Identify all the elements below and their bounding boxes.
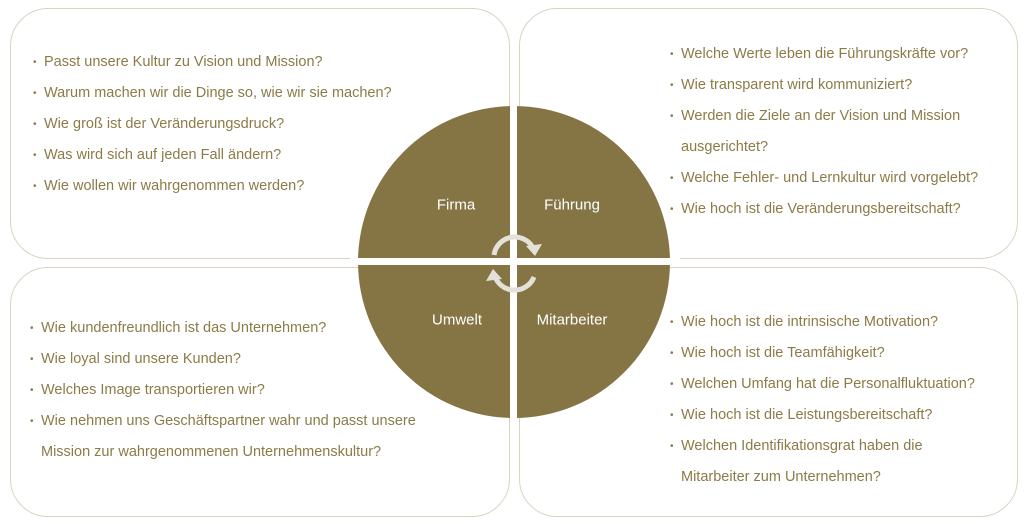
item-text: Welche Werte leben die Führungskräfte vo… <box>681 46 969 62</box>
list-item: Werden die Ziele an der Vision und Missi… <box>670 101 978 163</box>
item-text: Was wird sich auf jeden Fall ändern? <box>44 147 282 163</box>
item-text: Wie loyal sind unsere Kunden? <box>41 351 241 367</box>
list-item: Welche Werte leben die Führungskräfte vo… <box>670 39 978 70</box>
list-item: Passt unsere Kultur zu Vision und Missio… <box>33 47 392 78</box>
cycle-arrows-icon <box>491 234 537 293</box>
arrowhead-icon <box>486 269 502 281</box>
item-text: Werden die Ziele an der Vision und Missi… <box>681 108 961 124</box>
item-text: Wie hoch ist die intrinsische Motivation… <box>681 314 939 330</box>
item-text: Welchen Identifikationsgrat haben die <box>681 438 923 454</box>
list-item: Wie groß ist der Veränderungsdruck? <box>33 109 392 140</box>
list-item: Wie wollen wir wahrgenommen werden? <box>33 171 392 202</box>
item-text-continued: ausgerichtet? <box>681 139 769 155</box>
firma-question-list: Passt unsere Kultur zu Vision und Missio… <box>33 47 392 202</box>
item-text: Wie hoch ist die Leistungsbereitschaft? <box>681 407 933 423</box>
quadrant-label-firma: Firma <box>436 196 476 214</box>
item-text: Welchen Umfang hat die Personalfluktuati… <box>681 376 975 392</box>
list-item: Warum machen wir die Dinge so, wie wir s… <box>33 78 392 109</box>
item-text: Wie transparent wird kommuniziert? <box>681 77 913 93</box>
fuehrung-question-list: Welche Werte leben die Führungskräfte vo… <box>670 39 978 225</box>
item-text: Wie groß ist der Veränderungsdruck? <box>44 116 285 132</box>
list-item: Wie hoch ist die Teamfähigkeit? <box>670 338 975 369</box>
list-item: Wie hoch ist die Leistungsbereitschaft? <box>670 400 975 431</box>
item-text: Passt unsere Kultur zu Vision und Missio… <box>44 54 323 70</box>
item-text: Wie kundenfreundlich ist das Unternehmen… <box>41 320 327 336</box>
umwelt-question-list: Wie kundenfreundlich ist das Unternehmen… <box>30 313 416 468</box>
list-item: Wie hoch ist die intrinsische Motivation… <box>670 307 975 338</box>
list-item: Wie loyal sind unsere Kunden? <box>30 344 416 375</box>
item-text: Wie hoch ist die Veränderungsbereitschaf… <box>681 201 961 217</box>
list-item: Welche Fehler- und Lernkultur wird vorge… <box>670 163 978 194</box>
list-item: Welchen Identifikationsgrat haben dieMit… <box>670 431 975 493</box>
list-item: Wie hoch ist die Veränderungsbereitschaf… <box>670 194 978 225</box>
item-text: Welches Image transportieren wir? <box>41 382 265 398</box>
list-item: Welchen Umfang hat die Personalfluktuati… <box>670 369 975 400</box>
item-text: Welche Fehler- und Lernkultur wird vorge… <box>681 170 979 186</box>
item-text-continued: Mitarbeiter zum Unternehmen? <box>681 469 881 485</box>
quadrant-label-mitarbeiter: Mitarbeiter <box>536 311 608 329</box>
arrowhead-icon <box>526 244 542 256</box>
list-item: Wie kundenfreundlich ist das Unternehmen… <box>30 313 416 344</box>
quadrant-label-umwelt: Umwelt <box>431 311 483 329</box>
list-item: Wie transparent wird kommuniziert? <box>670 70 978 101</box>
list-item: Wie nehmen uns Geschäftspartner wahr und… <box>30 406 416 468</box>
quadrant-label-fuehrung: Führung <box>544 196 600 214</box>
list-item: Welches Image transportieren wir? <box>30 375 416 406</box>
item-text: Wie wollen wir wahrgenommen werden? <box>44 178 305 194</box>
item-text: Warum machen wir die Dinge so, wie wir s… <box>44 85 392 101</box>
item-text: Wie hoch ist die Teamfähigkeit? <box>681 345 885 361</box>
item-text-continued: Mission zur wahrgenommenen Unternehmensk… <box>41 444 382 460</box>
list-item: Was wird sich auf jeden Fall ändern? <box>33 140 392 171</box>
item-text: Wie nehmen uns Geschäftspartner wahr und… <box>41 413 416 429</box>
mitarbeiter-question-list: Wie hoch ist die intrinsische Motivation… <box>670 307 975 493</box>
horizontal-divider <box>350 258 680 265</box>
